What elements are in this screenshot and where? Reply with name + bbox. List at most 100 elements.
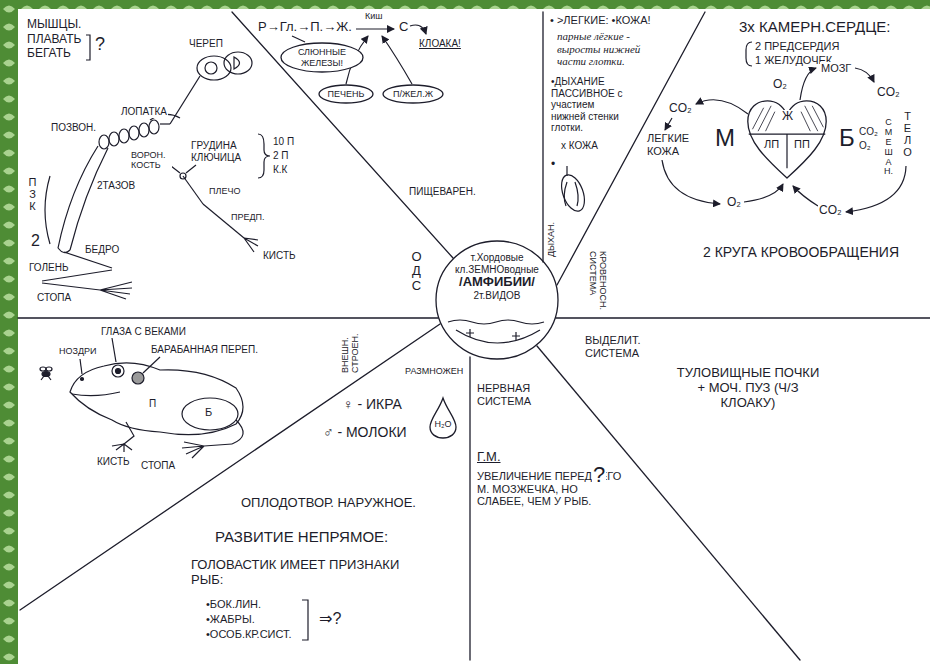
text-label: КИСТЬ (262, 250, 297, 262)
text-label: •ОСОБ.КР.СИСТ. (205, 628, 293, 641)
text-label: ПРЕДП. (230, 212, 266, 222)
text-label: ГОЛОВАСТИК ИМЕЕТ ПРИЗНАКИ РЫБ: (190, 558, 407, 588)
text-label: •БОК.ЛИН. (205, 598, 262, 611)
skeleton-drawing (258, 134, 270, 178)
skeleton-drawing (100, 282, 132, 299)
frog-drawing (143, 357, 160, 373)
gland-oval-outline (319, 85, 373, 103)
text-label: СТОПА (140, 460, 176, 472)
center-circle-outline (436, 241, 558, 359)
text-label: •ДЫХАНИЕ ПАССИВНОЕ с участием нижней сте… (550, 76, 624, 134)
text-label: МЫШЦЫ. (26, 18, 82, 32)
node-text: т.Хордовые (470, 252, 523, 264)
lake-symbol (512, 332, 520, 340)
sector-lines (557, 12, 705, 285)
text-label: РАЗВИТИЕ НЕПРЯМОЕ: (214, 528, 389, 545)
frog-drawing (72, 392, 120, 396)
text-label: БАРАБАННАЯ ПЕРЕП. (150, 344, 259, 356)
text-label: O₂ (772, 78, 788, 92)
text-label: CO₂ (818, 204, 843, 218)
muscle-bracket (86, 35, 90, 60)
heart-hatching (758, 106, 771, 131)
skeleton-drawing (70, 148, 108, 250)
text-label: •ЖАБРЫ. (205, 613, 256, 626)
circulation-arrows (846, 166, 906, 212)
skeleton-drawing (244, 238, 258, 252)
gland-oval: ПЕЧЕНЬ (318, 84, 374, 104)
heart-chambers (749, 134, 826, 168)
text-label: • >ЛЕГКИЕ: •КОЖА! (549, 14, 652, 27)
skeleton-drawing (45, 176, 50, 244)
skeleton-drawing (139, 123, 149, 137)
water-drop: H₂O (428, 396, 458, 440)
text-label: КЛОАКА! (418, 38, 462, 50)
sector-lines (18, 12, 930, 660)
text-label: O₂ (726, 196, 742, 210)
text-label: O₂ (858, 140, 872, 152)
text-label: БЕДРО (84, 244, 120, 256)
trait-bracket (302, 600, 308, 640)
digestion-arrows (292, 36, 305, 42)
sector-lines (18, 317, 438, 318)
skeleton-drawing (129, 126, 139, 140)
trait-bracket (302, 600, 308, 640)
water-drop-outline (430, 398, 456, 438)
sector-title: РАЗМНОЖЕН (404, 366, 464, 376)
text-label: СТОПА (36, 292, 72, 304)
green-border (18, 0, 930, 9)
frog-drawing (42, 372, 50, 377)
circulation-arrows (662, 160, 720, 204)
frog-drawing (232, 420, 243, 444)
frog-drawing (182, 442, 204, 458)
text-label: ГОЛЕНЬ (28, 262, 70, 274)
sector-lines (542, 12, 543, 262)
text-label: ТУЛОВИЩНЫЕ ПОЧКИ + МОЧ. ПУЗ (Ч/З КЛОАКУ) (672, 366, 824, 411)
node-body: т.Хордовыекл.ЗЕМНОводные/АМФИБИИ/2т.ВИДО… (435, 240, 559, 360)
digestion-arrows (382, 36, 412, 84)
text-label: БЕГАТЬ (26, 47, 72, 61)
text-label: Б (838, 124, 856, 152)
muscle-bracket (86, 35, 90, 60)
text-label: 2 (30, 232, 41, 250)
frog-drawing (112, 444, 132, 452)
skeleton-drawing (58, 248, 70, 253)
text-label: • (550, 158, 556, 172)
text-label: x КОЖА (560, 140, 599, 152)
text-label: МОЗГ (820, 62, 852, 75)
text-label: CO₂ (876, 86, 901, 100)
lake-symbol (448, 320, 544, 324)
frog-drawing (46, 367, 52, 371)
text-label: К.К (272, 164, 288, 176)
node-body: СЛЮННЫЕ ЖЕЛЕЗЫ! (280, 42, 364, 73)
node-body: ПЕЧЕНЬ (318, 84, 374, 104)
text-label: ЧЕРЕП (188, 38, 224, 50)
skeleton-drawing (205, 62, 217, 74)
frog-drawing (204, 444, 232, 446)
gland-oval: П/ЖЕЛ.Ж (382, 84, 444, 104)
node-text: П/ЖЕЛ.Ж (393, 89, 433, 99)
skeleton-drawing (42, 283, 100, 290)
frog-drawing (132, 372, 144, 384)
text-label: ⇒? (318, 610, 342, 628)
circulation-arrows (696, 100, 748, 114)
circulation-arrows (665, 118, 672, 130)
node-body: ЖЛППП (745, 98, 829, 180)
text-label: ♂ - МОЛОКИ (322, 424, 408, 440)
frog-drawing (80, 359, 82, 374)
text-label: 2 КРУГА КРОВООБРАЩЕНИЯ (702, 244, 900, 260)
node-text: кл.ЗЕМНОводные (455, 264, 539, 276)
lake-symbol (466, 329, 474, 337)
heart-hatching (812, 106, 823, 127)
sector-title: ДЫХАН. (546, 221, 556, 258)
circulation-arrows (662, 42, 906, 212)
text-label: НОЗДРИ (58, 346, 98, 356)
text-label: ЛОПАТКА (120, 106, 168, 118)
skeleton-drawing (160, 123, 170, 124)
frog-drawing (116, 369, 121, 374)
text-label: 2 ПРЕДСЕРДИЯ (754, 40, 840, 53)
text-label: 2ТАЗОВ (96, 180, 136, 192)
frog-drawing (112, 338, 116, 362)
text-label: П (148, 398, 157, 410)
skeleton-drawing (149, 120, 159, 134)
